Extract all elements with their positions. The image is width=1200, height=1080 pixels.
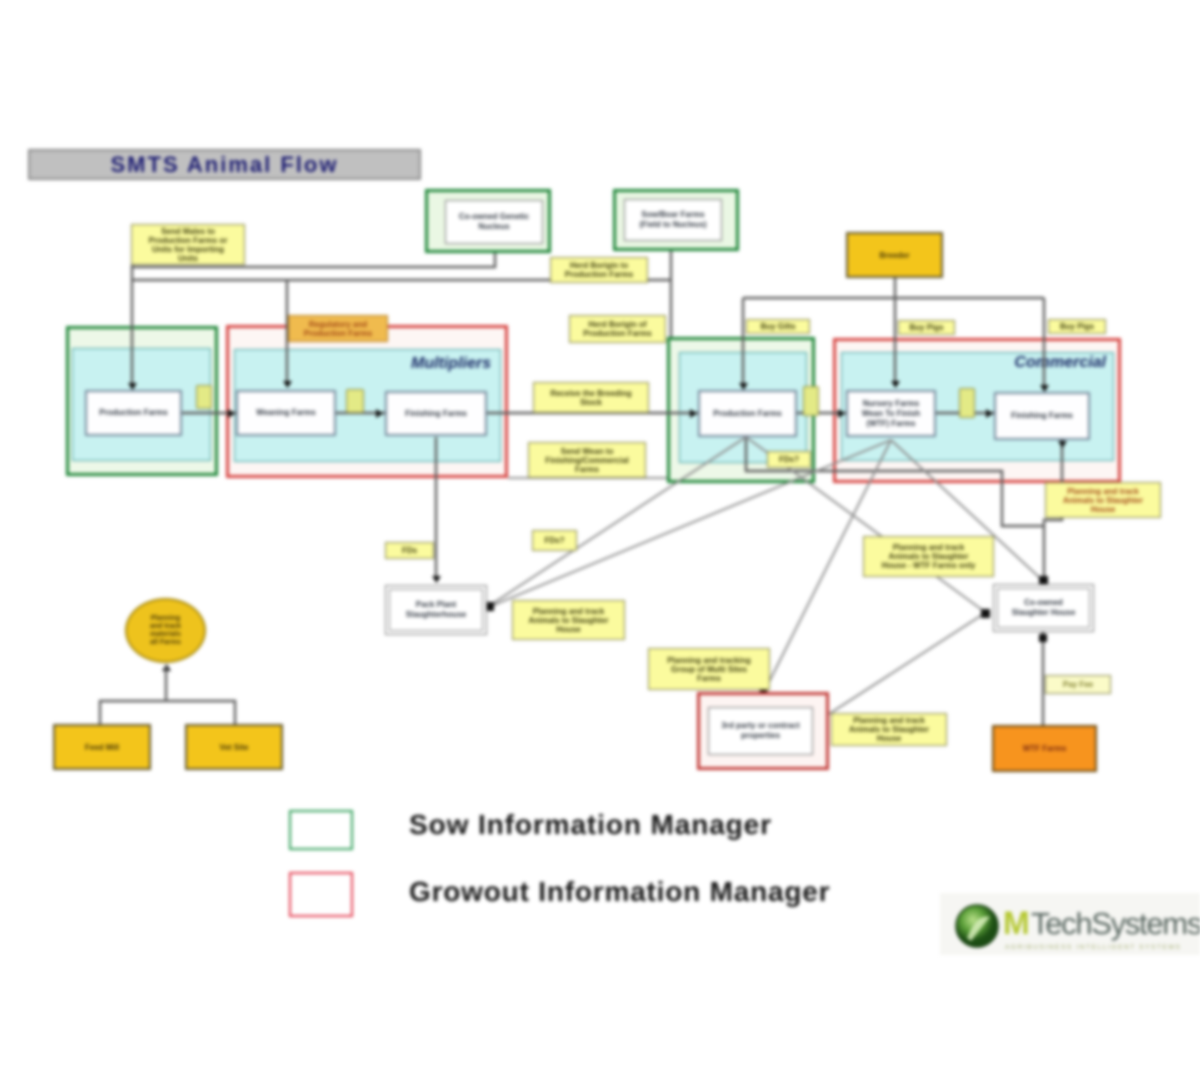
svg-text:AGRIBUSINESS INTELLIGENT SYSTE: AGRIBUSINESS INTELLIGENT SYSTEMS — [1005, 944, 1181, 951]
svg-text:M: M — [1003, 905, 1030, 941]
svg-text:TechSystems: TechSystems — [1031, 906, 1200, 941]
